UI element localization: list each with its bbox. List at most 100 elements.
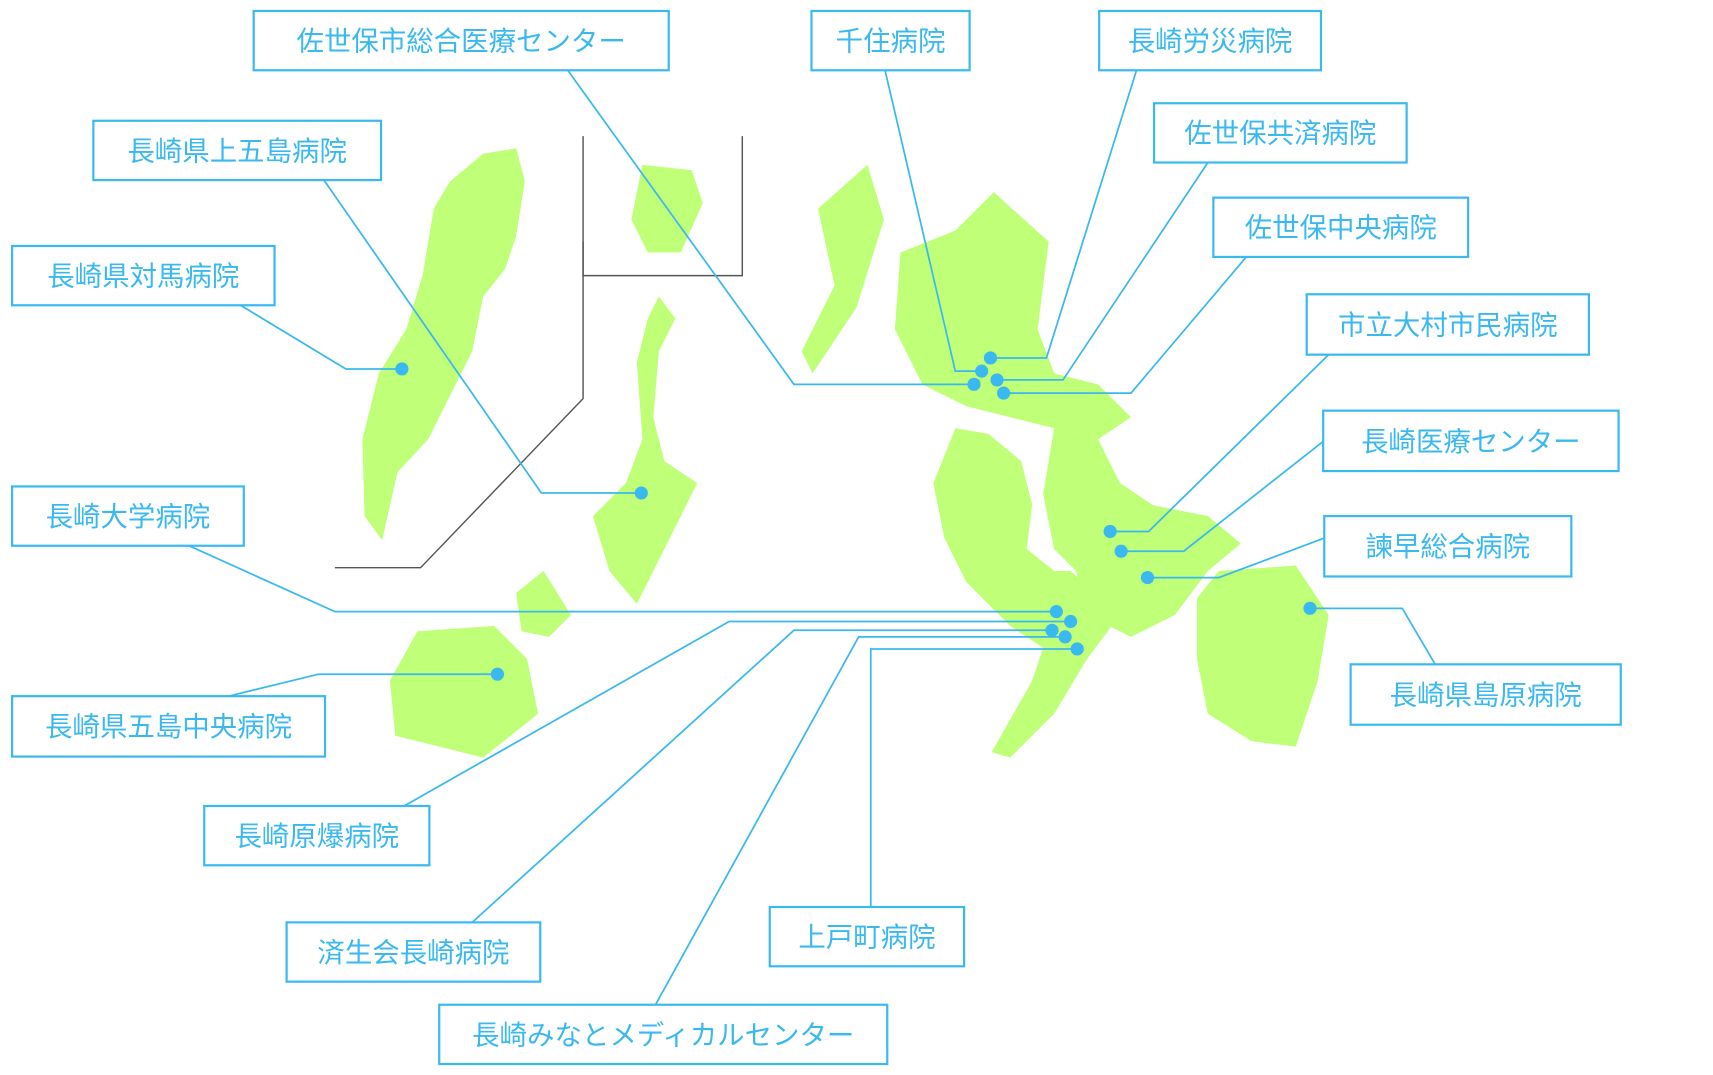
leader-line xyxy=(1003,256,1247,394)
hirado-island xyxy=(801,164,884,374)
omura-isahaya-area xyxy=(1043,428,1241,637)
kitamatsu-peninsula xyxy=(894,192,1132,440)
leader-line xyxy=(566,69,974,386)
leader-line xyxy=(1110,354,1330,533)
hospital-marker[interactable] xyxy=(990,373,1004,387)
leader-lines xyxy=(188,69,1436,1006)
fukue-island xyxy=(389,625,539,758)
hospital-marker[interactable] xyxy=(1303,601,1317,615)
inset-dividers xyxy=(334,136,744,569)
hospital-label[interactable]: 済生会長崎病院 xyxy=(285,921,542,983)
label-box xyxy=(285,921,542,983)
hospital-name: 長崎県五島中央病院 xyxy=(45,712,292,743)
leader-line xyxy=(654,635,1066,1006)
hospital-name: 佐世保市総合医療センター xyxy=(297,27,626,58)
iki-inset-frame xyxy=(582,136,744,277)
label-box xyxy=(203,804,431,867)
label-box xyxy=(438,1003,889,1066)
hospital-name: 長崎県対馬病院 xyxy=(47,261,239,292)
hospital-label[interactable]: 長崎医療センター xyxy=(1322,409,1620,473)
hospital-marker[interactable] xyxy=(967,377,981,391)
hospital-label[interactable]: 佐世保共済病院 xyxy=(1152,102,1408,164)
hospital-label[interactable]: 諫早総合病院 xyxy=(1323,514,1573,578)
hospital-label[interactable]: 上戸町病院 xyxy=(768,905,966,968)
label-box xyxy=(1212,196,1470,259)
shimabara-peninsula xyxy=(1196,565,1329,747)
leader-line xyxy=(240,304,402,370)
leader-line xyxy=(403,620,1071,807)
hospital-name: 済生会長崎病院 xyxy=(317,938,509,969)
goto-middle-islands xyxy=(516,570,572,637)
leader-line xyxy=(869,648,1078,907)
hospital-marker[interactable] xyxy=(395,362,409,376)
leader-line xyxy=(188,544,1057,613)
hospital-marker[interactable] xyxy=(1140,570,1155,585)
leader-line xyxy=(997,162,1209,381)
hospital-label[interactable]: 長崎県上五島病院 xyxy=(92,119,383,182)
hospital-marker[interactable] xyxy=(1114,544,1128,558)
leader-line xyxy=(990,70,1138,359)
label-box xyxy=(10,485,245,547)
label-box xyxy=(1152,102,1408,164)
hospital-marker[interactable] xyxy=(983,351,998,365)
leader-line xyxy=(884,70,982,373)
leader-line xyxy=(1309,607,1436,665)
label-box xyxy=(1322,409,1620,473)
hospital-label[interactable]: 長崎大学病院 xyxy=(10,485,245,547)
land-layer xyxy=(362,148,1329,758)
tsushima-island xyxy=(362,148,525,541)
label-box xyxy=(1349,663,1622,726)
tsushima-inset-frame xyxy=(334,241,584,569)
leader-line xyxy=(1147,537,1325,579)
hospital-marker[interactable] xyxy=(1049,605,1063,619)
hospital-marker[interactable] xyxy=(1064,614,1078,629)
hospital-label[interactable]: 千住病院 xyxy=(810,9,971,72)
hospital-marker[interactable] xyxy=(1058,630,1072,644)
label-box xyxy=(768,905,966,968)
label-box xyxy=(1305,293,1591,356)
hospital-name: 長崎みなとメディカルセンター xyxy=(472,1020,854,1051)
hospital-label[interactable]: 長崎県島原病院 xyxy=(1349,663,1622,726)
hospital-name: 長崎労災病院 xyxy=(1128,27,1293,58)
hospital-label[interactable]: 市立大村市民病院 xyxy=(1305,293,1591,356)
hospital-marker[interactable] xyxy=(997,386,1011,400)
hospital-name: 長崎原爆病院 xyxy=(234,822,399,853)
hospital-label[interactable]: 長崎労災病院 xyxy=(1098,9,1323,72)
hospital-marker[interactable] xyxy=(1103,524,1117,539)
hospital-marker[interactable] xyxy=(490,667,505,681)
nishisonogi-nagasaki-peninsula xyxy=(933,428,1121,758)
hospital-name: 千住病院 xyxy=(836,27,946,58)
hospital-name: 長崎県上五島病院 xyxy=(127,136,346,167)
hospital-name: 佐世保中央病院 xyxy=(1245,213,1437,244)
hospital-label[interactable]: 佐世保市総合医療センター xyxy=(252,9,670,72)
label-box xyxy=(1323,514,1573,578)
hospital-marker[interactable] xyxy=(1070,642,1084,656)
label-box xyxy=(10,244,276,307)
hospital-name: 佐世保共済病院 xyxy=(1184,119,1376,150)
hospital-labels: 佐世保市総合医療センター 千住病院 長崎労災病院佐世保共済病院佐世保中央病院市立大村… xyxy=(10,9,1622,1066)
hospital-marker[interactable] xyxy=(975,364,989,378)
hospital-label[interactable]: 長崎県五島中央病院 xyxy=(10,695,327,758)
hospital-name: 長崎大学病院 xyxy=(46,502,211,533)
label-box xyxy=(252,9,670,72)
label-box xyxy=(1098,9,1323,72)
hospital-label[interactable]: 長崎みなとメディカルセンター xyxy=(438,1003,889,1066)
hospital-label[interactable]: 長崎県対馬病院 xyxy=(10,244,276,307)
hospital-name: 長崎医療センター xyxy=(1361,427,1581,458)
label-box xyxy=(810,9,971,72)
kamigoto-islands xyxy=(592,296,698,604)
hospital-marker[interactable] xyxy=(634,486,648,500)
hospital-marker[interactable] xyxy=(1045,623,1059,637)
leader-line xyxy=(323,179,642,494)
leader-line xyxy=(1121,440,1324,553)
hospital-label[interactable]: 佐世保中央病院 xyxy=(1212,196,1470,259)
leader-line xyxy=(228,673,498,698)
leader-line xyxy=(471,629,1052,924)
label-box xyxy=(92,119,383,182)
hospital-name: 市立大村市民病院 xyxy=(1338,310,1557,341)
hospital-label[interactable]: 長崎原爆病院 xyxy=(203,804,431,867)
hospital-name: 諫早総合病院 xyxy=(1365,532,1530,563)
hospital-name: 長崎県島原病院 xyxy=(1390,680,1582,711)
label-box xyxy=(10,695,327,758)
